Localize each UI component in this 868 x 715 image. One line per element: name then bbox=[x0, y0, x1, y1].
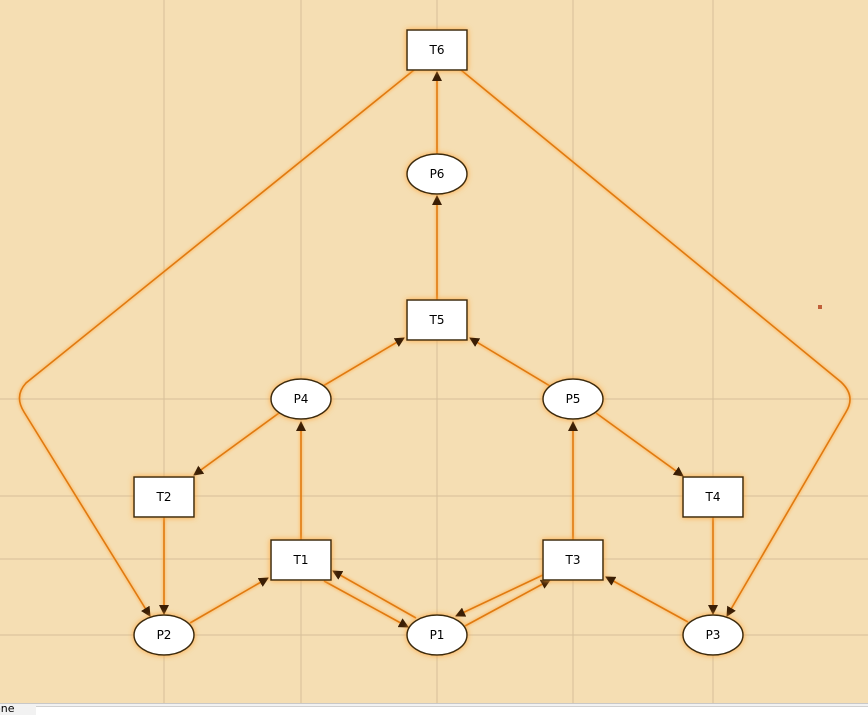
arc-glow bbox=[17, 68, 416, 618]
place-p1[interactable]: P1 bbox=[406, 614, 468, 656]
arc-t3-to-p1[interactable] bbox=[455, 573, 546, 617]
transition-label: T1 bbox=[293, 553, 309, 567]
place-p6[interactable]: P6 bbox=[406, 153, 468, 195]
place-p3[interactable]: P3 bbox=[682, 614, 744, 656]
arc-p5-to-t4[interactable] bbox=[595, 412, 684, 477]
transition-label: T2 bbox=[156, 490, 172, 504]
arc-glow bbox=[459, 68, 852, 618]
transition-label: T6 bbox=[429, 43, 445, 57]
place-label: P5 bbox=[566, 392, 581, 406]
transition-t5[interactable]: T5 bbox=[406, 299, 468, 341]
place-label: P6 bbox=[430, 167, 445, 181]
transition-t1[interactable]: T1 bbox=[270, 539, 332, 581]
status-bar: one bbox=[0, 702, 868, 715]
place-p4[interactable]: P4 bbox=[270, 378, 332, 420]
stray-marker bbox=[818, 305, 822, 309]
arc-p2-to-t1[interactable] bbox=[189, 577, 269, 624]
arc-p1-to-t1[interactable] bbox=[332, 570, 417, 619]
arc-p1-to-t3[interactable] bbox=[464, 579, 551, 627]
transition-t4[interactable]: T4 bbox=[682, 476, 744, 518]
arc-t6-to-p3[interactable] bbox=[460, 69, 851, 617]
status-field bbox=[36, 706, 868, 715]
arc-p4-to-t5[interactable] bbox=[322, 337, 405, 387]
transition-t6[interactable]: T6 bbox=[406, 29, 468, 71]
arc-p3-to-t3[interactable] bbox=[605, 576, 689, 623]
status-text: one bbox=[0, 702, 15, 715]
transition-label: T3 bbox=[565, 553, 581, 567]
arc-t6-to-p2[interactable] bbox=[18, 69, 415, 617]
place-p5[interactable]: P5 bbox=[542, 378, 604, 420]
transition-label: T4 bbox=[705, 490, 721, 504]
arc-p5-to-t5[interactable] bbox=[469, 337, 551, 387]
arc-t1-to-p1[interactable] bbox=[323, 580, 409, 628]
transition-t2[interactable]: T2 bbox=[133, 476, 195, 518]
place-p2[interactable]: P2 bbox=[133, 614, 195, 656]
transition-t3[interactable]: T3 bbox=[542, 539, 604, 581]
arcs bbox=[18, 69, 851, 628]
place-label: P4 bbox=[294, 392, 309, 406]
arc-p4-to-t2[interactable] bbox=[193, 412, 280, 476]
transition-label: T5 bbox=[429, 313, 445, 327]
place-label: P1 bbox=[430, 628, 445, 642]
place-label: P2 bbox=[157, 628, 172, 642]
place-label: P3 bbox=[706, 628, 721, 642]
